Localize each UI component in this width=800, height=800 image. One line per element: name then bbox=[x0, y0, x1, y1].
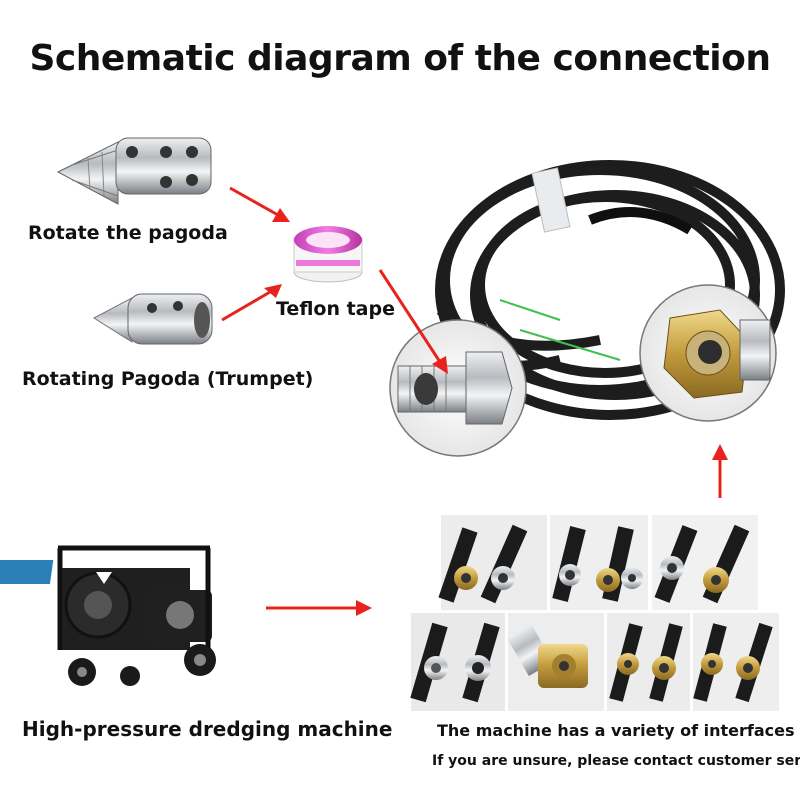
teflon-tape-image bbox=[293, 226, 363, 283]
arrow-machine-to-interfaces bbox=[266, 600, 372, 616]
arrow-interfaces-to-female-fitting bbox=[712, 444, 728, 498]
interface-photo-6 bbox=[607, 613, 690, 711]
label-teflon-tape: Teflon tape bbox=[276, 298, 395, 320]
interface-photo-3 bbox=[652, 515, 758, 610]
arrow-trumpet-to-tape bbox=[221, 284, 282, 322]
interface-photo-7 bbox=[693, 613, 779, 711]
arrow-tape-to-male-fitting bbox=[378, 269, 448, 374]
label-dredging-machine: High-pressure dredging machine bbox=[22, 717, 393, 741]
label-machine-interfaces: The machine has a variety of interfaces bbox=[437, 721, 795, 740]
pagoda-nozzle-image bbox=[56, 137, 212, 205]
female-fitting-zoom bbox=[639, 284, 777, 422]
interface-photo-1 bbox=[438, 515, 547, 610]
arrow-pagoda-to-tape bbox=[229, 186, 290, 222]
male-fitting-zoom bbox=[389, 319, 527, 457]
interface-photo-2 bbox=[550, 515, 648, 610]
trumpet-nozzle-image bbox=[93, 293, 213, 345]
label-rotating-pagoda-trumpet: Rotating Pagoda (Trumpet) bbox=[22, 368, 314, 390]
page-title: Schematic diagram of the connection bbox=[29, 38, 771, 79]
dredging-machine-image bbox=[0, 545, 216, 686]
interface-photo-grid bbox=[410, 515, 779, 711]
arrows bbox=[221, 186, 728, 616]
interface-photo-5 bbox=[506, 613, 604, 711]
hose-coil-image bbox=[426, 160, 785, 420]
label-contact-customer-service: If you are unsure, please contact custom… bbox=[432, 753, 800, 769]
label-rotate-pagoda: Rotate the pagoda bbox=[28, 222, 228, 244]
interface-photo-4 bbox=[410, 613, 505, 711]
